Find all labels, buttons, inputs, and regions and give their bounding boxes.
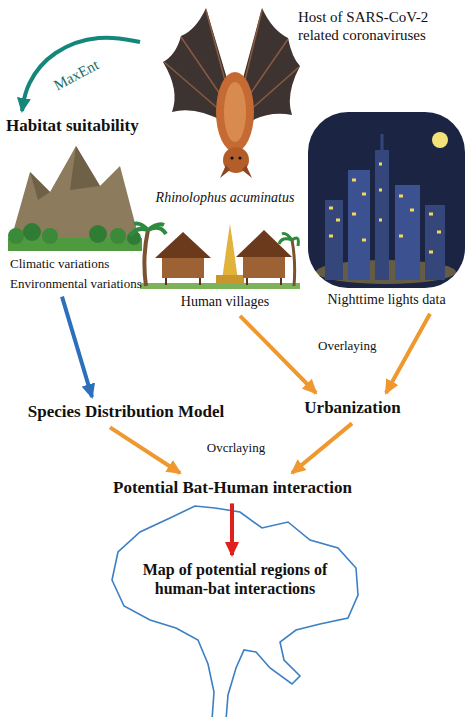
habitat-node: Habitat suitabilityClimatic variationsEn…	[2, 116, 150, 292]
building	[395, 185, 420, 280]
lit-windows	[329, 164, 441, 252]
bat-eye	[230, 156, 233, 159]
node-heading: Habitat suitability	[2, 116, 150, 136]
tree	[23, 223, 41, 241]
node-heading: Map of potential regions of human-bat in…	[125, 560, 345, 598]
bat-illustration	[163, 8, 300, 178]
node-text: Environmental variations	[2, 276, 150, 292]
building	[425, 205, 445, 280]
house-wall	[162, 256, 204, 278]
bat-body	[216, 72, 254, 152]
node-heading: Species Distribution Model	[6, 402, 246, 422]
flow-arrow	[386, 314, 430, 393]
tree	[8, 228, 24, 244]
model-node: Species Distribution Model	[6, 402, 246, 422]
tree	[110, 228, 126, 244]
palm-leaves	[130, 224, 166, 236]
flow-arrow	[240, 316, 316, 393]
building	[348, 170, 370, 280]
edge-label: MaxEnt	[49, 55, 104, 95]
bat-fur	[224, 82, 246, 142]
node-heading: Potential Bat-Human interaction	[95, 478, 370, 498]
flow-arrow	[62, 297, 92, 397]
mountain	[8, 146, 142, 250]
building	[375, 150, 389, 280]
node-heading: Human villages	[152, 294, 298, 311]
mountain-shade	[30, 146, 100, 200]
result-node: Urbanization	[290, 398, 415, 418]
house-roof	[155, 232, 211, 258]
house-stilt	[247, 278, 281, 285]
edge-label: Overlaying	[316, 338, 378, 354]
nightlight-illustration	[308, 112, 465, 288]
building-spire	[381, 134, 384, 150]
step-note: Ovcrlaying	[196, 440, 276, 456]
bat-ear	[220, 165, 252, 178]
host-note: Host of SARS-CoV-2 related coronaviruses	[298, 8, 466, 44]
map-title-node: Map of potential regions of human-bat in…	[125, 560, 345, 598]
interaction-node: Potential Bat-Human interaction	[95, 478, 370, 498]
palm-leaves	[279, 234, 298, 246]
tree	[89, 225, 107, 243]
node-heading: Urbanization	[290, 398, 415, 418]
village-illustration	[130, 224, 300, 289]
flow-arrow	[22, 38, 140, 111]
tree	[42, 228, 58, 244]
flow-arrow	[292, 423, 352, 473]
nightlight-node: Nighttime lights data	[305, 110, 468, 309]
moon	[432, 132, 448, 148]
palm-trunk	[144, 230, 148, 286]
village-node: Human villages	[152, 222, 298, 311]
flow-arrow	[230, 503, 234, 555]
pagoda	[222, 224, 238, 280]
node-heading: Rhinolophus acuminatus	[145, 190, 305, 207]
pagoda-base	[216, 275, 244, 284]
flow-arrow	[110, 427, 180, 473]
building	[325, 200, 343, 280]
country-outline	[112, 506, 358, 717]
night-sky	[308, 112, 465, 288]
mountain-illustration	[8, 146, 142, 251]
thailand-map	[112, 506, 358, 717]
palm-trunk	[292, 240, 295, 286]
node-text: Climatic variations	[2, 256, 150, 272]
node-heading: Nighttime lights data	[305, 292, 468, 309]
species-node: Rhinolophus acuminatus	[145, 0, 305, 207]
house-stilt	[166, 278, 200, 285]
bat-eye	[238, 156, 241, 159]
house-wall	[243, 255, 285, 278]
